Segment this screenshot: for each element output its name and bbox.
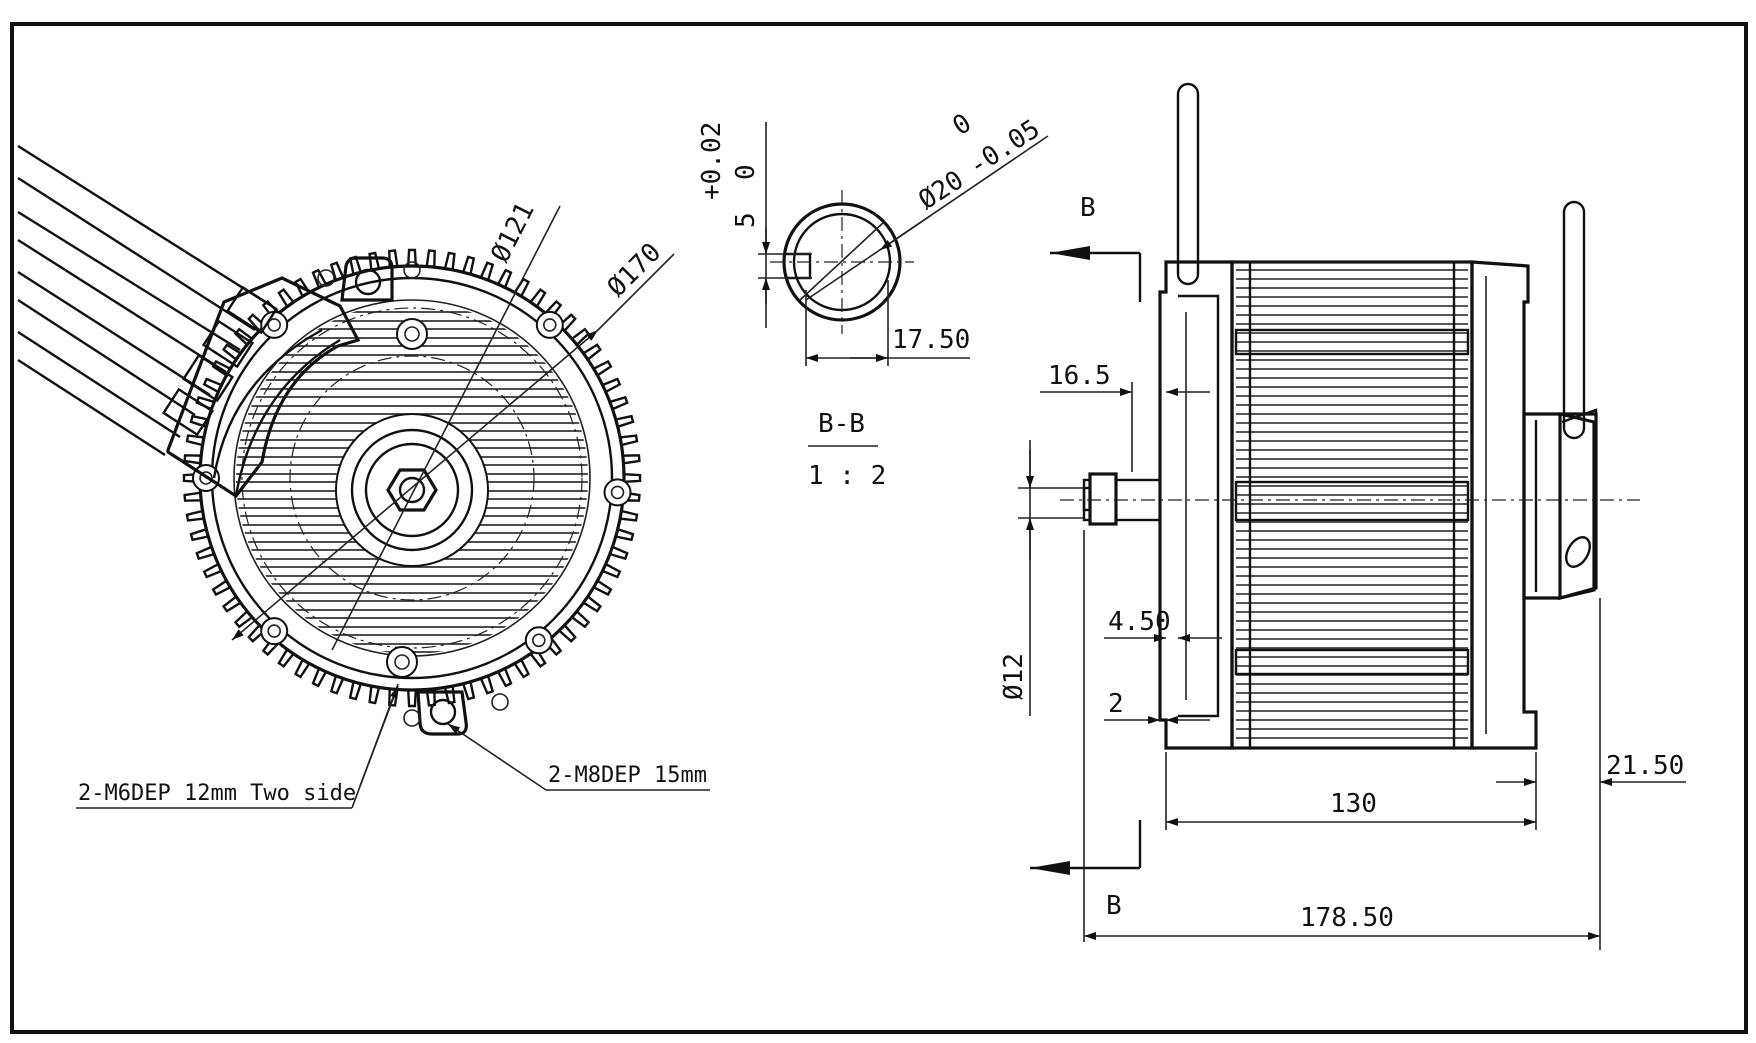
rim-bolt (260, 617, 289, 646)
dim-17-50: 17.50 (892, 325, 970, 355)
side-view: B B 16.5 4.50 2 Ø12 21.50 130 (999, 82, 1686, 950)
wire-stud-left (1176, 82, 1200, 286)
dim-130: 130 (1330, 789, 1377, 819)
mount-lug-bottom (403, 690, 509, 736)
dim-leader-phi170 (597, 253, 675, 331)
section-scale: 1 : 2 (808, 461, 886, 491)
dim-21-50: 21.50 (1606, 751, 1684, 781)
nut-left (1088, 472, 1118, 526)
mount-lug-top (317, 256, 421, 302)
dim-2: 2 (1108, 689, 1124, 719)
dim-arrow-phi20 (879, 215, 931, 251)
outer-fin (621, 454, 641, 465)
label-m6: 2-M6DEP 12mm Two side (78, 781, 356, 806)
section-hatch (799, 221, 885, 301)
outer-fin (183, 454, 203, 465)
body-band-bottom (1234, 648, 1470, 676)
outer-fin (406, 688, 418, 708)
dim-4-50: 4.50 (1108, 607, 1171, 637)
dim-178-50: 178.50 (1300, 903, 1394, 933)
keyway (786, 252, 812, 280)
leader-m6-arrow (359, 685, 399, 787)
dim-phi12: Ø12 (999, 653, 1029, 700)
cable-bundle (17, 144, 271, 457)
rim-bolt (535, 310, 564, 339)
bottom-m6-hole (386, 646, 418, 678)
dim-16-5: 16.5 (1048, 361, 1111, 391)
dim-line-phi170 (231, 329, 599, 641)
outer-fin (622, 472, 642, 484)
tol-phi20-lower: -0.05 (963, 114, 1045, 182)
section-name: B-B (818, 409, 865, 439)
mount-bracket-right (1558, 412, 1598, 601)
end-cap-left (1158, 260, 1234, 750)
body-fins (1236, 269, 1468, 739)
section-view: 5 0 +0.02 Ø20 0 -0.05 17.50 B-B 1 : 2 (697, 108, 1049, 491)
rim-bolt-inner (199, 471, 213, 485)
dim-phi20: Ø20 (913, 165, 969, 216)
hub-outer (335, 413, 489, 567)
rim-bolt (524, 626, 553, 655)
tol-key-upper: +0.02 (697, 122, 727, 200)
bottom-m6-hole-inner (394, 654, 410, 670)
cover-fin (236, 651, 588, 654)
mount-bracket-lip (1561, 408, 1598, 424)
shaft-thread (1082, 486, 1092, 512)
label-m8: 2-M8DEP 15mm (548, 763, 707, 788)
front-view: Ø121 Ø170 2-M6DEP 12mm Two side 2-M8DEP … (17, 144, 710, 809)
body-band-mid (1234, 480, 1470, 522)
drawing-border (10, 22, 1748, 1034)
tol-phi20-upper: 0 (947, 108, 976, 142)
end-cap-left-inner (1178, 294, 1220, 718)
end-cap-right (1470, 260, 1538, 750)
body-band-top (1234, 328, 1470, 356)
outer-fin (406, 248, 418, 268)
outer-fin (425, 249, 436, 269)
cover-fin (236, 566, 588, 577)
rim-bolt (603, 478, 632, 507)
section-mark-top: B (1080, 193, 1096, 223)
rim-bolt-inner (610, 485, 625, 500)
outer-fin (183, 491, 203, 502)
mount-bracket-hole (1565, 536, 1591, 568)
section-mark-bottom: B (1106, 891, 1122, 921)
dim-phi121: Ø121 (486, 198, 541, 267)
leader-m8 (447, 723, 547, 791)
dim-key-5: 5 (731, 212, 761, 228)
wire-stud-right (1562, 200, 1586, 440)
tol-key-lower: 0 (731, 164, 761, 180)
top-m6-hole (396, 318, 428, 350)
